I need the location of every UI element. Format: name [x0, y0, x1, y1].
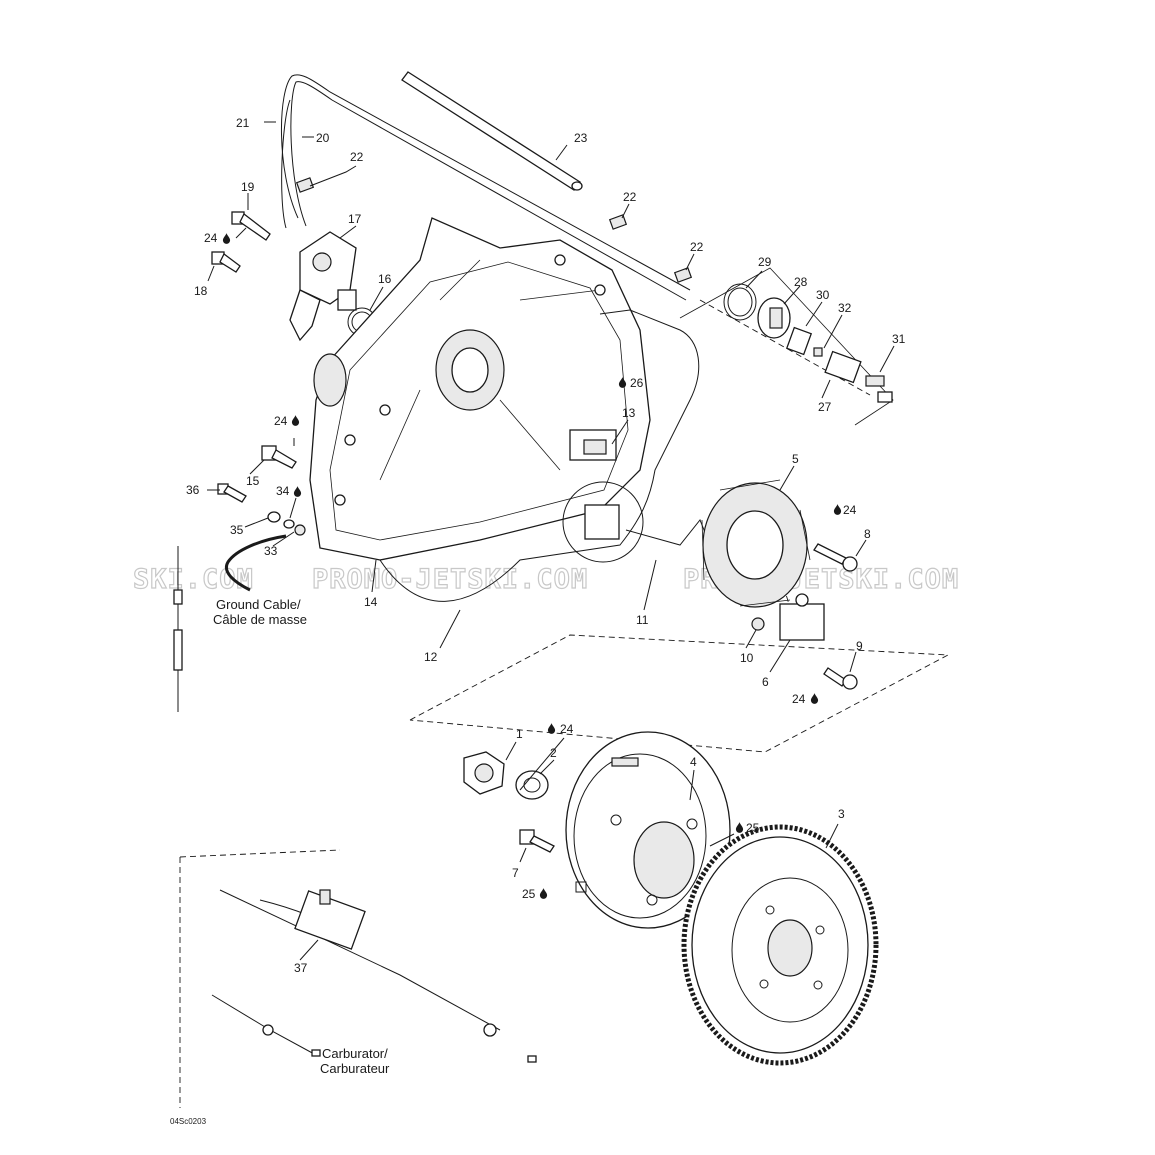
- callout-15: 15: [246, 474, 260, 488]
- cable-left: [173, 546, 183, 712]
- callout-5: 5: [792, 452, 799, 466]
- connector-27: [824, 350, 862, 384]
- callout-22-a: 22: [350, 150, 364, 164]
- tube-21: [280, 74, 691, 301]
- pin-32: [813, 347, 823, 357]
- callout-34: 34: [276, 484, 290, 498]
- watermark-middle: PROMO-JETSKI.COM: [312, 564, 588, 595]
- oil-drop-icon: [291, 415, 300, 426]
- clamp-22b: [608, 214, 628, 230]
- callout-22-b: 22: [623, 190, 637, 204]
- screw-19: [231, 211, 271, 241]
- tube-20: [281, 99, 291, 229]
- ground-cable-label-en: Ground Cable/: [216, 597, 301, 612]
- callout-37: 37: [294, 961, 308, 975]
- callout-26: 26: [630, 376, 644, 390]
- callout-19: 19: [241, 180, 255, 194]
- callout-30: 30: [816, 288, 830, 302]
- callout-17: 17: [348, 212, 362, 226]
- ground-cable-label-fr: Câble de masse: [213, 612, 307, 627]
- clamp-22a: [295, 177, 315, 193]
- callout-12: 12: [424, 650, 438, 664]
- callout-32: 32: [838, 301, 852, 315]
- oil-pump-17: [289, 231, 357, 342]
- oil-drop-icon: [833, 504, 842, 515]
- oil-drop-icon: [293, 486, 302, 497]
- screw-10: [751, 617, 765, 631]
- oil-drop-icon: [547, 723, 556, 734]
- watermark: SKI.COM PROMO-JETSKI.COM PROMO-JETSKI.CO…: [132, 563, 958, 595]
- screw-15: [261, 445, 297, 469]
- screw-9: [823, 667, 858, 690]
- callout-31: 31: [892, 332, 906, 346]
- callout-23: 23: [574, 131, 588, 145]
- carburator-label-en: Carburator/: [322, 1046, 388, 1061]
- oil-drop-icon: [735, 822, 744, 833]
- ring-gear-3: [681, 824, 879, 1066]
- callout-27: 27: [818, 400, 832, 414]
- crankcase-cover: [309, 217, 651, 561]
- callout-8: 8: [864, 527, 871, 541]
- callout-1: 1: [516, 727, 523, 741]
- stator-harness-11: [562, 481, 717, 563]
- cable-guide-13: [569, 429, 617, 461]
- callout-36: 36: [186, 483, 200, 497]
- ground-cable: [225, 534, 287, 592]
- washer-35: [267, 511, 281, 523]
- cable-assembly-37: [211, 889, 537, 1063]
- nut-33: [294, 524, 306, 536]
- washer-34: [283, 519, 295, 529]
- callout-11: 11: [636, 613, 649, 627]
- screw-8: [813, 543, 858, 572]
- callout-24-e: 24: [560, 722, 574, 736]
- callout-24-c: 24: [843, 503, 857, 517]
- figure-code: 04Sc0203: [170, 1117, 207, 1126]
- captions: Ground Cable/ Câble de masse Carburator/…: [170, 597, 390, 1126]
- screw-18: [211, 251, 241, 273]
- callout-28: 28: [794, 275, 808, 289]
- carburator-label-fr: Carburateur: [320, 1061, 390, 1076]
- tube-23: [401, 71, 583, 191]
- callout-10: 10: [740, 651, 754, 665]
- callout-4: 4: [690, 755, 697, 769]
- callout-24-d: 24: [792, 692, 806, 706]
- callout-2: 2: [550, 746, 557, 760]
- callout-16: 16: [378, 272, 392, 286]
- callout-9: 9: [856, 639, 863, 653]
- stator-5: [701, 479, 811, 608]
- clamp-22c: [673, 267, 693, 283]
- oil-drop-icon: [222, 233, 231, 244]
- callout-29: 29: [758, 255, 772, 269]
- callout-18: 18: [194, 284, 208, 298]
- oil-drop-icon: [539, 888, 548, 899]
- gasket-12: [379, 309, 700, 602]
- grommet-28: [757, 297, 791, 339]
- callout-24-b: 24: [274, 414, 288, 428]
- oil-drop-icon: [810, 693, 819, 704]
- nut-1: [463, 751, 505, 795]
- callout-20: 20: [316, 131, 330, 145]
- rotor-4: [565, 731, 731, 929]
- callout-3: 3: [838, 807, 845, 821]
- callout-25-a: 25: [746, 821, 760, 835]
- callout-21: 21: [236, 116, 250, 130]
- callout-14: 14: [364, 595, 378, 609]
- callout-24-a: 24: [204, 231, 218, 245]
- o-ring-29: [723, 283, 757, 321]
- leader-lines: [207, 121, 895, 961]
- seal-30: [785, 326, 813, 356]
- terminal-31: [865, 375, 893, 403]
- callout-35: 35: [230, 523, 244, 537]
- callout-33: 33: [264, 544, 278, 558]
- callout-7: 7: [512, 866, 519, 880]
- trigger-coil-6: [779, 593, 825, 641]
- callout-25-b: 25: [522, 887, 536, 901]
- callout-labels: 1 2 3 4 5 6 7 8 9 10 11 12 13 14 15 16 1…: [186, 116, 906, 975]
- screw-7: [519, 829, 555, 853]
- callout-13: 13: [622, 406, 636, 420]
- callout-22-c: 22: [690, 240, 704, 254]
- screw-36: [217, 483, 247, 503]
- callout-6: 6: [762, 675, 769, 689]
